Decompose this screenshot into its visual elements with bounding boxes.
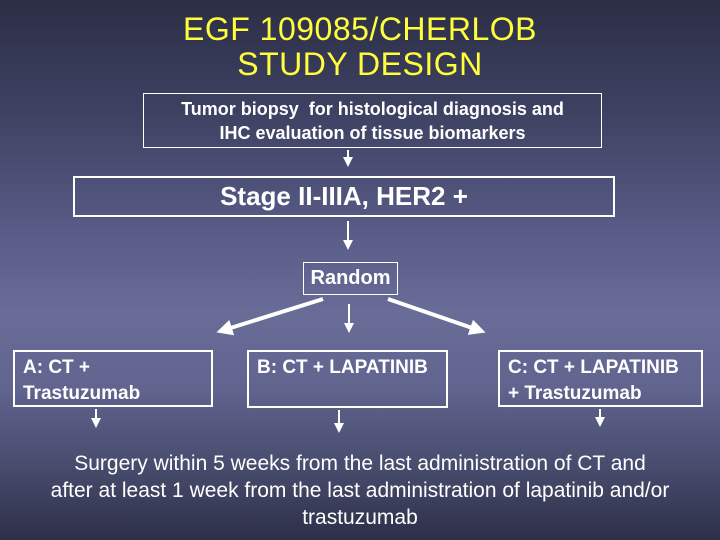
slide-title: EGF 109085/CHERLOB STUDY DESIGN bbox=[182, 11, 538, 82]
surgery-footer-text: Surgery within 5 weeks from the last adm… bbox=[50, 452, 670, 529]
box-arm-c: C: CT + LAPATINIB + Trastuzumab bbox=[498, 350, 703, 407]
box-random: Random bbox=[303, 262, 398, 295]
arrow-random-to-arm-c bbox=[387, 297, 486, 335]
box-arm-b: B: CT + LAPATINIB bbox=[247, 350, 448, 408]
box-tumor-biopsy: Tumor biopsy for histological diagnosis … bbox=[143, 93, 602, 148]
box-stage-her2: Stage II-IIIA, HER2 + bbox=[73, 176, 615, 217]
box-arm-a: A: CT + Trastuzumab bbox=[13, 350, 213, 407]
arrow-random-to-arm-a bbox=[216, 297, 324, 336]
